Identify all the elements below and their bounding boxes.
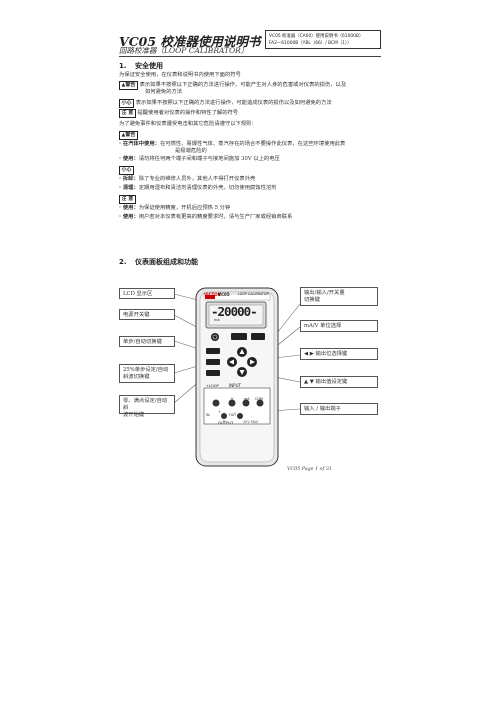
terminal-v: [228, 399, 236, 407]
output-max-label: 30V MAX: [243, 420, 259, 424]
warning2-tag: ▲警告: [119, 131, 138, 140]
device-diagram: [173, 287, 301, 467]
single-auto-button: [206, 348, 220, 354]
section-1-title: 安全使用: [134, 62, 163, 70]
warning-symbol-row: ▲警告 表示如果不按照以下正确的方法进行操作，可能产生对人身的危害或对仪表的损伤…: [119, 81, 385, 90]
callout-power: 电源开关键: [119, 309, 175, 320]
section-2-title: 仪表面板组成和功能: [134, 258, 198, 266]
page-title: VC05 校准器使用说明书: [119, 34, 261, 49]
page-footer: VC05 Page 1 of 31: [287, 467, 332, 472]
callout-single-auto: 单步/自动切换键: [119, 336, 175, 347]
caution2-tag: 小心: [119, 166, 135, 175]
section-2-number: 2.: [119, 258, 127, 266]
brand-strip: [203, 293, 271, 301]
arrow-up-icon: [239, 349, 245, 354]
output-label: OUTPUT: [218, 420, 234, 425]
callout-unit: mA/V 单位选择: [300, 320, 378, 332]
warning-item-2: · 使用：请勿将任何两个端子间和端子与接地间施加 30V 以上的电压: [119, 156, 280, 162]
com-label: COM: [255, 397, 263, 401]
note-item-1: · 使用：为保证使用精度，开机后应预热 5 分钟: [119, 205, 231, 211]
warning-item-1-cont: 是极端危险的: [175, 148, 207, 154]
note2-tag: 注 意: [119, 195, 136, 204]
section-1-number: 1.: [119, 62, 127, 70]
document-code-box: VC05 校准器（CA00）使用说明书（61000B） FA2—61000B（Y…: [265, 30, 381, 49]
out-minus-label: -: [234, 410, 236, 414]
warning-desc-2: 如何避免的方法: [145, 89, 183, 95]
brand-logo: [205, 295, 215, 299]
caution-tag: 小心: [119, 99, 135, 108]
ma-label: mA: [244, 397, 250, 401]
warning2-row: ▲警告: [119, 131, 138, 140]
v-label: V: [231, 397, 234, 401]
arrow-left-icon: [229, 359, 234, 365]
warning-item-1: · 在汽体中使用：在可燃性、易爆性气体、蒸汽存在的场合不要操作此仪表，在这些环境…: [119, 141, 346, 147]
terminal-out-plus: [221, 413, 227, 419]
terminal-out-minus: [237, 413, 243, 419]
note-tag: 注 意: [119, 109, 136, 118]
caution-symbol-row: 小心 表示如果不按照以下正确的方法进行操作，可能造成仪表的损伤以及如何避免的方法: [119, 99, 385, 108]
caution-desc: 表示如果不按照以下正确的方法进行操作，可能造成仪表的损伤以及如何避免的方法: [135, 100, 332, 106]
callout-zero-full: 零、满点设定/自动斜波开始键: [119, 395, 175, 418]
power-button: [211, 333, 219, 341]
avoid-rules-text: 为了避免事件和仪表遭受电击和其它危险请遵守以下规则：: [119, 121, 257, 127]
loop-label: +LOOP: [206, 384, 219, 388]
warning-desc: 表示如果不按照以下正确的方法进行操作，可能产生对人身的危害或对仪表的损伤，以及: [139, 82, 347, 88]
device-brand: VICTOR: [204, 292, 221, 297]
lcd-reading: -20000-: [211, 304, 258, 319]
step25-button: [206, 359, 220, 365]
note-item-2: · 使用：用户若对本仪表有更高的精度要求时，请与生产厂家或经销商联系: [119, 214, 293, 220]
terminal-ma: [242, 399, 250, 407]
code-line-2: FA2—61000B（YBL（66）/ BCM（1））: [269, 41, 352, 46]
header-rule: [119, 56, 381, 57]
callout-step25: 25%单步设定/自动斜波切换键: [119, 364, 175, 383]
out-plus-label: +: [218, 410, 221, 414]
callout-terminals: 输入 / 输出端子: [300, 403, 378, 415]
callout-ud: ▲ ▼ 输出值设定键: [300, 376, 378, 388]
device-model: VC05: [218, 292, 230, 297]
terminal-jacks: [212, 399, 264, 419]
arrow-right-icon: [250, 359, 255, 365]
input-label: INPUT: [229, 383, 241, 388]
note-symbol-row: 注 意 提醒使用者对仪表的操作和特性了解的符号: [119, 109, 385, 118]
note-desc: 提醒使用者对仪表的操作和特性了解的符号: [137, 110, 239, 116]
zero-full-button: [206, 370, 220, 376]
in-label: IN: [206, 413, 210, 417]
arrow-down-icon: [239, 370, 245, 375]
lcd-screen: [208, 304, 264, 326]
lcd-unit: mA: [214, 318, 220, 322]
unit-select-button: [251, 333, 265, 340]
caution2-row: 小心: [119, 166, 135, 175]
terminal-com: [256, 399, 264, 407]
device-model-sub: LOOP CALIBRATOR: [238, 292, 269, 296]
caution-item-2: · 清理：定期用湿布和清洁剂清理仪表的外壳，切勿使用腐蚀性溶剂: [119, 185, 277, 191]
section-2-heading: 2. 仪表面板组成和功能: [119, 257, 198, 267]
callout-io-switch: 输出/输入/开关量切换键: [300, 287, 378, 306]
terminal-loop: [212, 399, 220, 407]
out-label: OUT: [229, 413, 237, 417]
page-subtitle: 回路校准器（LOOP CALIBRATOR）: [119, 46, 249, 55]
io-switch-button: [231, 333, 247, 340]
note2-row: 注 意: [119, 195, 136, 204]
caution-item-1: · 拆卸：除了专业的维修人员外，其他人不得打开仪表外壳: [119, 176, 256, 182]
callout-lcd: LCD 显示区: [119, 288, 175, 299]
code-line-1: VC05 校准器（CA00）使用说明书（61000B）: [269, 34, 364, 39]
warning-tag: ▲警告: [119, 81, 138, 90]
section-1-heading: 1. 安全使用: [119, 61, 163, 71]
callout-lr: ◀ ▶ 输出位选择键: [300, 348, 378, 360]
safety-intro: 为保证安全使用，在仪表和说明书内使用下面的符号: [119, 72, 241, 78]
